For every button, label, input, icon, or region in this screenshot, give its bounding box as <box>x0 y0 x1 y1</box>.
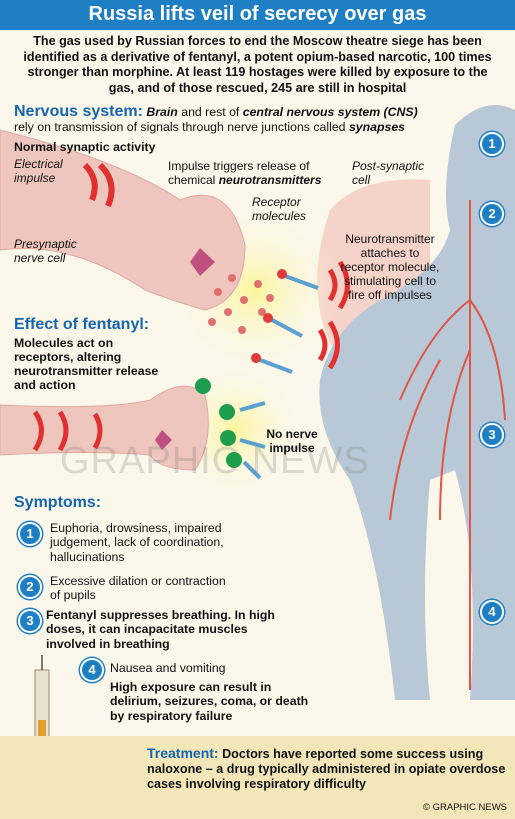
symptom-2-badge: 2 <box>18 575 42 599</box>
receptor-heads <box>251 269 287 363</box>
body-marker-4: 4 <box>480 600 504 624</box>
blocked-receptors <box>239 401 266 480</box>
cns-term: central nervous system (CNS) <box>242 105 418 119</box>
treatment-heading: Treatment: <box>147 745 219 761</box>
symptoms-heading: Symptoms: <box>14 494 102 511</box>
page-title: Russia lifts veil of secrecy over gas <box>88 3 427 25</box>
electrical-impulse-arc <box>82 162 115 208</box>
nerve-network <box>389 200 506 690</box>
synapses-term: synapses <box>348 120 405 134</box>
symptom-1-text: Euphoria, drowsiness, impaired judgement… <box>50 521 224 564</box>
receptor-molecules <box>259 274 319 374</box>
symptom-4-badge: 4 <box>80 658 104 682</box>
fentanyl-release-site <box>155 430 172 450</box>
intro-text: The gas used by Russian forces to end th… <box>23 34 492 95</box>
fentanyl-text: Molecules act on receptors, altering neu… <box>14 336 159 392</box>
electrical-label: Electrical impulse <box>14 157 63 185</box>
symptom-1-badge: 1 <box>18 522 42 546</box>
brain-term: Brain <box>146 105 178 119</box>
body-marker-3: 3 <box>480 423 504 447</box>
neurotransmitter-dots <box>208 274 274 334</box>
human-body-silhouette <box>319 105 515 700</box>
impulse-triggers-text: Impulse triggers release of chemical <box>168 159 310 187</box>
presynaptic-cell-shape <box>0 129 246 311</box>
treatment-body: Doctors have reported some success using… <box>147 747 506 791</box>
neurotransmitters-term: neurotransmitters <box>218 173 322 187</box>
fentanyl-impulse-arcs <box>32 410 103 452</box>
body-marker-2: 2 <box>480 202 504 226</box>
symptom-2-text: Excessive dilation or contraction of pup… <box>50 574 226 603</box>
watermark: GRAPHIC NEWS <box>60 440 370 482</box>
fentanyl-cell-shape <box>0 385 209 471</box>
credit: © GRAPHIC NEWS <box>422 802 507 813</box>
high-exposure-text: High exposure can result in delirium, se… <box>110 680 309 723</box>
nervous-t2: and rest of <box>177 105 243 119</box>
nervous-heading: Nervous system: <box>14 103 143 120</box>
presynaptic-label: Presynaptic nerve cell <box>14 237 77 265</box>
attaches-label: Neurotransmitter attaches to receptor mo… <box>340 232 440 302</box>
body-marker-1: 1 <box>480 132 504 156</box>
fentanyl-heading: Effect of fentanyl: <box>14 316 150 333</box>
fentanyl-molecules <box>195 378 242 468</box>
title-bar <box>0 0 515 30</box>
release-site <box>190 248 215 276</box>
no-impulse-label: No nerve impulse <box>266 427 318 455</box>
post-synaptic-label: Post-synaptic cell <box>352 159 425 187</box>
symptom-3-badge: 3 <box>18 609 42 633</box>
nervous-system-text: Nervous system: Brain and rest of centra… <box>14 104 484 135</box>
receptor-label: Receptor molecules <box>252 195 307 223</box>
treatment-text: Treatment: Doctors have reported some su… <box>147 746 509 792</box>
firing-impulse-arcs <box>317 260 350 370</box>
impulse-triggers-label: Impulse triggers release of chemical neu… <box>168 159 343 187</box>
nervous-t4: rely on transmission of signals through … <box>14 120 349 134</box>
symptom-4-text: Nausea and vomiting <box>110 661 226 675</box>
normal-heading: Normal synaptic activity <box>14 140 156 154</box>
treatment-box <box>0 736 515 819</box>
symptom-3-text: Fentanyl suppresses breathing. In high d… <box>46 608 275 651</box>
